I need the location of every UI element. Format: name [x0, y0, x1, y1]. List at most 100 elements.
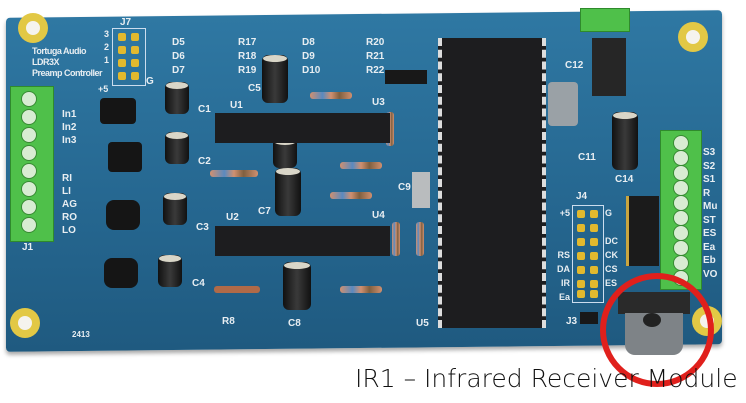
ldr-module	[106, 200, 140, 230]
label-c8: C8	[288, 318, 301, 329]
label-u1: U1	[230, 100, 243, 111]
terminal-label: ST	[703, 214, 716, 226]
capacitor	[283, 262, 311, 310]
output-label: LI	[62, 186, 71, 197]
label-c12: C12	[565, 60, 584, 71]
label-c1: C1	[198, 104, 211, 115]
terminal-label: Eb	[703, 255, 716, 266]
ic-u1	[215, 113, 390, 143]
j4-label: DC	[605, 236, 618, 246]
highlight-circle	[600, 273, 714, 387]
resistor	[340, 286, 382, 293]
brand-line: LDR3X	[32, 57, 60, 67]
resistor	[210, 170, 258, 177]
label-j3: J3	[566, 316, 578, 327]
terminal-label: Ea	[703, 241, 716, 253]
j4-label: DA	[557, 264, 570, 274]
part-label: D8	[302, 37, 315, 48]
part-label: D10	[302, 65, 321, 76]
j4-label: IR	[561, 278, 570, 288]
label-c9: C9	[398, 182, 411, 193]
label-u4: U4	[372, 210, 385, 221]
j4-label: ES	[605, 278, 618, 288]
label-u2: U2	[226, 212, 239, 223]
capacitor	[163, 193, 187, 225]
mounting-hole	[678, 22, 708, 52]
j7-row: 3	[104, 29, 110, 39]
microcontroller-u5	[438, 38, 546, 328]
label-r8: R8	[222, 316, 235, 327]
brand-text: Tortuga Audio LDR3X Preamp Controller	[32, 46, 103, 79]
voltage-regulator	[592, 38, 626, 96]
brand-line: Preamp Controller	[32, 68, 103, 78]
terminal-block-right	[660, 130, 702, 290]
label-c2: C2	[198, 156, 211, 167]
terminal-label: S1	[703, 174, 716, 185]
ldr-module	[108, 142, 142, 172]
input-label: In1	[62, 109, 77, 120]
output-label: RI	[62, 173, 72, 184]
j4-header	[572, 205, 604, 303]
terminal-label: VO	[703, 268, 718, 280]
power-terminal	[580, 8, 630, 32]
part-label: D6	[172, 51, 185, 62]
resistor	[416, 222, 424, 256]
terminal-label: S3	[703, 147, 716, 158]
capacitor	[158, 255, 182, 287]
capacitor	[275, 168, 301, 216]
j4-label: G	[605, 208, 613, 218]
brand-line: Tortuga Audio	[32, 46, 87, 56]
label-c4: C4	[192, 278, 205, 289]
part-label: D9	[302, 51, 315, 62]
label-u3: U3	[372, 97, 385, 108]
part-label: R19	[238, 65, 257, 76]
resistor	[310, 92, 352, 99]
resistor	[330, 192, 372, 199]
j3-jumper	[580, 312, 598, 324]
j4-label: CK	[605, 250, 618, 260]
input-label: In2	[62, 122, 77, 133]
j7-g-label: G	[146, 76, 154, 87]
j4-label: +5	[559, 208, 570, 218]
label-c7: C7	[258, 206, 271, 217]
part-label: R22	[366, 65, 385, 76]
mounting-hole	[10, 308, 40, 338]
mounting-hole	[18, 13, 48, 43]
terminal-label: R	[703, 187, 711, 199]
resistor	[392, 222, 400, 256]
j4-right-labels: G DC CK CS ES	[605, 206, 618, 290]
capacitor	[612, 112, 638, 170]
j4-label: RS	[557, 250, 570, 260]
resistor	[214, 286, 260, 293]
ldr-module	[104, 258, 138, 288]
j7-row: +5	[98, 84, 109, 94]
j7-row: 2	[104, 42, 110, 52]
output-label: AG	[62, 199, 77, 210]
label-c11: C11	[578, 152, 596, 163]
terminal-block-j1	[10, 86, 54, 242]
part-label: R21	[366, 51, 385, 62]
capacitor	[165, 132, 189, 164]
label-j1: J1	[22, 242, 34, 253]
label-u5: U5	[416, 318, 429, 329]
resistor	[340, 162, 382, 169]
j4-label: CS	[605, 264, 618, 274]
header-u3	[385, 70, 427, 84]
label-j4: J4	[576, 191, 588, 202]
capacitor	[165, 82, 189, 114]
j7-row: 1	[104, 55, 110, 65]
ldr-module	[100, 98, 136, 124]
part-label: D5	[172, 37, 185, 48]
ic-u2	[215, 226, 390, 256]
part-label: R20	[366, 37, 385, 48]
label-c5: C5	[248, 83, 261, 94]
j7-header	[112, 28, 146, 86]
resistor	[386, 112, 394, 146]
